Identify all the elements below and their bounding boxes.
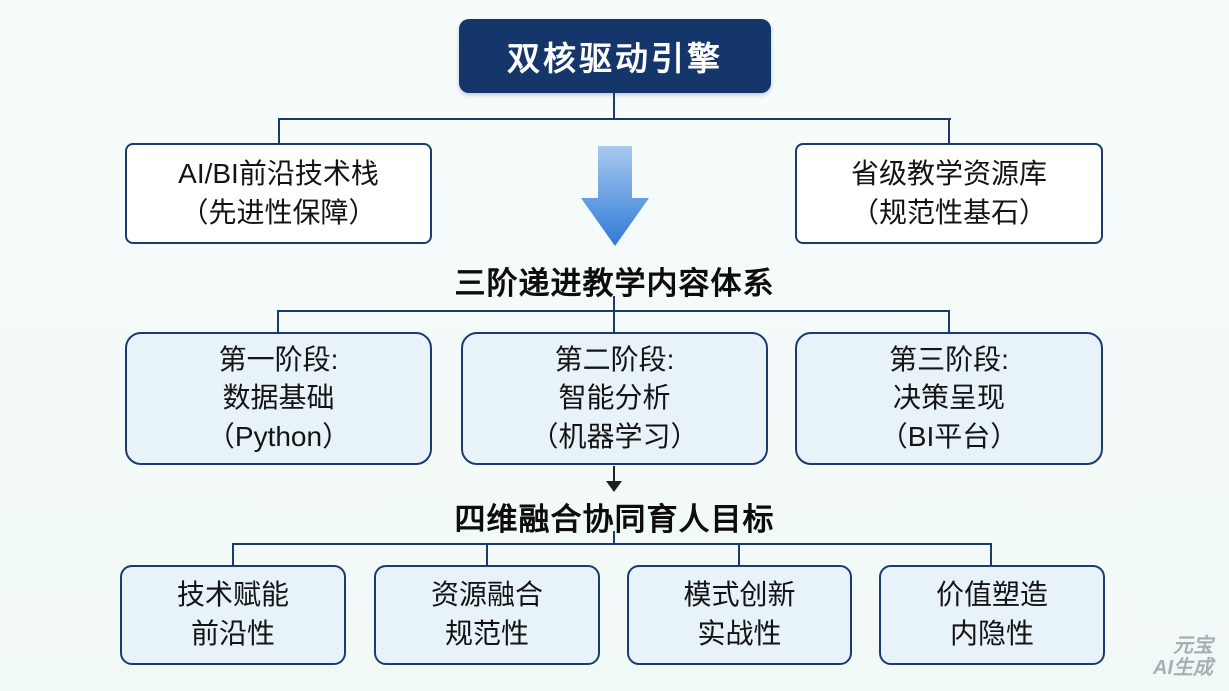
goal-title: 资源融合 bbox=[430, 579, 543, 611]
stage-box-2: 第二阶段: 智能分析 （机器学习） bbox=[461, 332, 768, 465]
connector-root-vertical bbox=[613, 93, 615, 119]
connector-goal1-vertical bbox=[232, 543, 234, 566]
engine-box-title: AI/BI前沿技术栈 bbox=[178, 157, 379, 189]
stage-label: 第一阶段: bbox=[218, 343, 339, 375]
engine-box-title: 省级教学资源库 bbox=[850, 157, 1047, 189]
connector-stage2-vertical bbox=[613, 310, 615, 333]
goal-box-3: 模式创新 实战性 bbox=[627, 565, 852, 665]
stage-section-title: 三阶递进教学内容体系 bbox=[454, 266, 775, 301]
connector-engines-horizontal bbox=[278, 118, 951, 120]
down-arrow-icon bbox=[579, 146, 651, 251]
goal-box-1: 技术赋能 前沿性 bbox=[120, 565, 346, 665]
stage-tool: （Python） bbox=[206, 420, 351, 452]
goal-title: 价值塑造 bbox=[935, 579, 1048, 611]
engine-box-subtitle: （先进性保障） bbox=[180, 196, 377, 228]
stage-name: 决策呈现 bbox=[892, 382, 1005, 414]
stage-name: 数据基础 bbox=[222, 382, 335, 414]
goal-trait: 内隐性 bbox=[949, 618, 1034, 649]
goal-title: 技术赋能 bbox=[176, 579, 289, 611]
watermark-brand: 元宝 bbox=[1173, 635, 1213, 657]
root-node-label: 双核驱动引擎 bbox=[507, 40, 723, 77]
goal-trait: 规范性 bbox=[444, 618, 529, 649]
stage-name: 智能分析 bbox=[558, 382, 671, 414]
goal-box-4: 价值塑造 内隐性 bbox=[879, 565, 1105, 665]
stage-tool: （BI平台） bbox=[879, 420, 1019, 452]
connector-goal4-vertical bbox=[990, 543, 992, 566]
stage-tool: （机器学习） bbox=[530, 420, 699, 452]
ai-watermark: 元宝 AI生成 bbox=[1153, 635, 1213, 679]
connector-engine-left-vertical bbox=[278, 118, 280, 144]
connector-stages-vertical-top bbox=[613, 296, 615, 311]
small-down-arrow-icon bbox=[606, 481, 622, 492]
connector-stage3-vertical bbox=[948, 310, 950, 333]
small-down-arrow-shaft bbox=[613, 466, 615, 483]
connector-stage1-vertical bbox=[277, 310, 279, 333]
goal-trait: 前沿性 bbox=[190, 618, 275, 649]
goal-box-2: 资源融合 规范性 bbox=[374, 565, 600, 665]
root-node: 双核驱动引擎 bbox=[459, 19, 771, 93]
stage-box-3: 第三阶段: 决策呈现 （BI平台） bbox=[795, 332, 1103, 465]
connector-goals-vertical-top bbox=[613, 531, 615, 544]
stage-label: 第三阶段: bbox=[889, 343, 1009, 375]
engine-box-ai-bi: AI/BI前沿技术栈 （先进性保障） bbox=[125, 143, 432, 244]
engine-box-subtitle: （规范性基石） bbox=[850, 196, 1047, 228]
connector-goal2-vertical bbox=[486, 543, 488, 566]
connector-goal3-vertical bbox=[738, 543, 740, 566]
watermark-label: AI生成 bbox=[1153, 657, 1213, 679]
connector-goals-horizontal bbox=[232, 543, 992, 545]
stage-box-1: 第一阶段: 数据基础 （Python） bbox=[125, 332, 432, 465]
goal-trait: 实战性 bbox=[697, 618, 782, 649]
goal-title: 模式创新 bbox=[683, 579, 796, 611]
connector-engine-right-vertical bbox=[948, 118, 950, 144]
stage-label: 第二阶段: bbox=[554, 343, 675, 375]
engine-box-resource: 省级教学资源库 （规范性基石） bbox=[795, 143, 1103, 244]
